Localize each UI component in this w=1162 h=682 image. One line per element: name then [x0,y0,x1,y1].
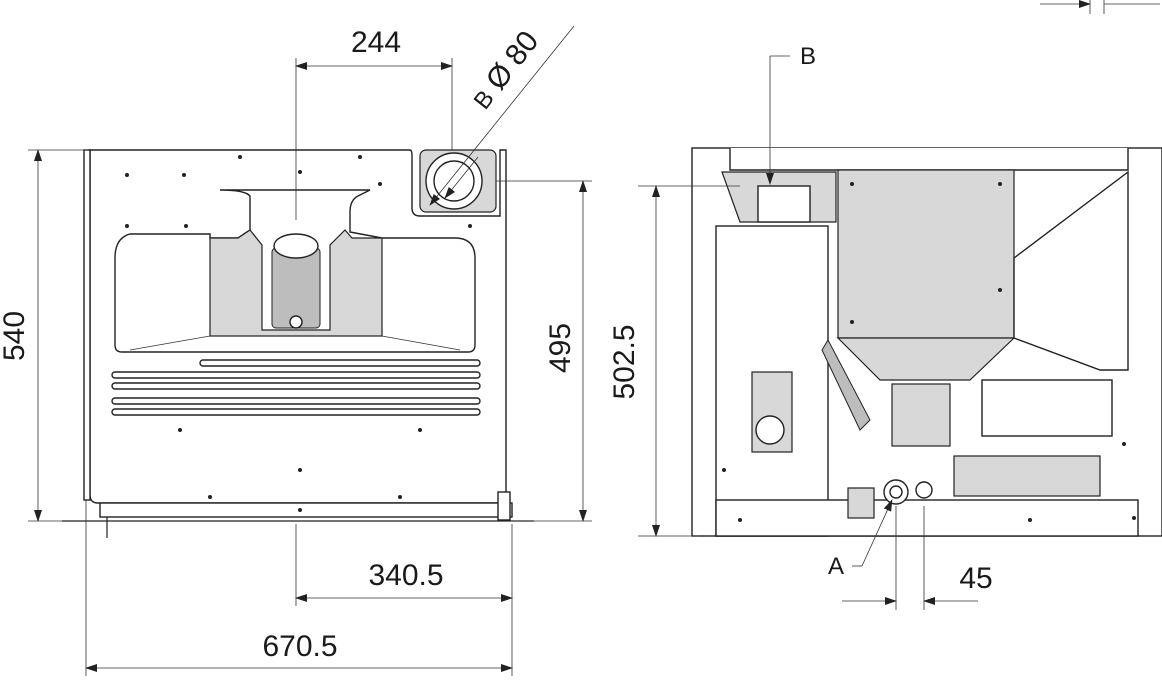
dim-502-5: 502.5 [608,185,740,537]
front-firebox-floor [129,335,461,351]
front-pot-rim [273,233,319,259]
dim-540-label: 540 [0,311,31,361]
front-louvres [111,359,481,416]
dim-340-5-label: 340.5 [368,559,443,592]
side-label-a: A [828,499,893,580]
dim-244: 244 [295,26,453,220]
dim-495: 495 [496,180,592,522]
dim-45: 45 [842,506,993,610]
side-rivets [722,182,1136,522]
front-left-edge [83,149,91,501]
front-rivets [125,155,472,512]
side-view: B A 502.5 45 [608,0,1162,610]
front-base-plate [99,502,513,518]
side-flue-outlet [757,185,811,223]
dim-670-5-label: 670.5 [262,630,337,663]
flue-label-b: B [469,85,500,114]
flue-diameter-value: 80 [499,25,546,72]
side-top-channel [729,148,1129,171]
side-electronics-box [981,379,1113,437]
side-label-a-text: A [828,553,844,580]
front-foot [497,491,511,521]
dim-540: 540 [0,149,88,522]
dim-670-5: 670.5 [85,500,513,676]
side-gear-motor [891,383,951,447]
side-hopper-wedge [1013,170,1129,371]
side-hopper-funnel [836,337,1016,381]
dim-244-label: 244 [351,26,401,59]
dim-502-5-label: 502.5 [608,324,641,399]
side-label-b: B [766,43,816,185]
side-control-unit [953,455,1101,497]
dim-495-label: 495 [544,323,577,373]
side-bracket [847,487,875,519]
side-label-b-text: B [800,43,816,70]
side-inlet-a-inner [889,485,903,499]
front-pot-hole [289,315,303,329]
dim-45-label: 45 [959,562,992,595]
front-view: 244 B Ø 80 540 495 [0,25,592,676]
side-auger-tube [821,338,871,431]
side-base [715,499,1139,537]
dim-top-right-partial [1040,0,1160,14]
dim-340-5: 340.5 [295,524,513,606]
side-hopper-box [837,169,1015,339]
flue-inner-ring [433,160,475,202]
side-secondary-port [915,481,933,499]
side-fan-motor [755,415,785,445]
